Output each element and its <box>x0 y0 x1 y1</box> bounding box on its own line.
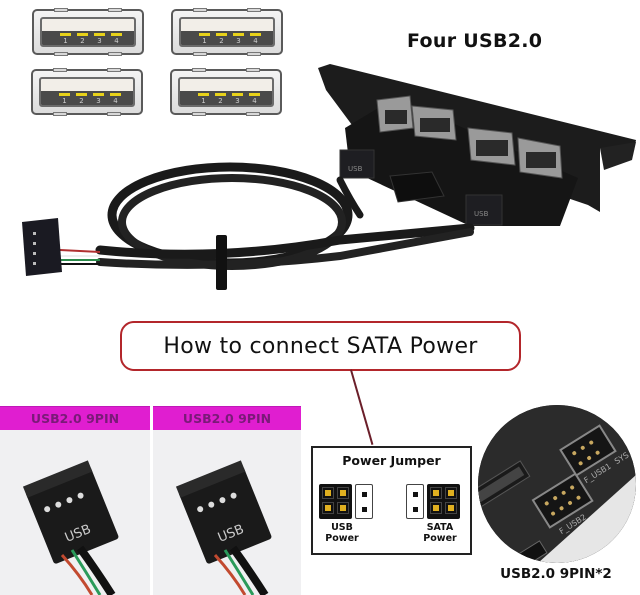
port-tab <box>53 68 67 72</box>
port-tab <box>246 112 260 116</box>
sata-power-label: SATA Power <box>423 522 457 544</box>
pin-contact-icon <box>111 33 122 37</box>
pin-number: 1 <box>62 97 67 106</box>
pin-contact-icon <box>216 33 227 37</box>
usb-power-label: USB Power <box>325 522 359 544</box>
pin-number: 4 <box>113 97 118 106</box>
pin-number: 3 <box>96 97 101 106</box>
pin-number: 1 <box>202 37 207 46</box>
port-opening: 1 2 3 4 <box>40 17 136 47</box>
pin-contact-icon <box>233 33 244 37</box>
motherboard-closeup: F_USB2 F_USB1 SYS <box>478 405 636 563</box>
pin-number: 3 <box>236 37 241 46</box>
motherboard-headers-icon: F_USB2 F_USB1 SYS <box>478 405 636 563</box>
pin-contact-icon <box>198 93 209 97</box>
port-tab <box>108 8 122 12</box>
panel-label: USB2.0 9PIN <box>0 406 150 430</box>
usb-port-diagram: 1 2 3 4 <box>31 68 143 116</box>
motherboard-caption: USB2.0 9PIN*2 <box>500 566 612 582</box>
port-tab <box>246 68 260 72</box>
pin-contact-icon <box>249 93 260 97</box>
pin-number: 4 <box>253 37 258 46</box>
pin-contact-icon <box>60 33 71 37</box>
pin-number: 2 <box>218 97 223 106</box>
port-tab <box>107 112 121 116</box>
port-opening: 1 2 3 4 <box>39 77 135 107</box>
sata-power-callout: How to connect SATA Power <box>120 321 521 371</box>
sata-power-jumper-icon <box>406 484 460 519</box>
pin-number: 1 <box>63 37 68 46</box>
usb-power-jumper-icon <box>319 484 373 519</box>
product-photo: USB USB <box>22 64 636 290</box>
pin-contact-icon <box>77 33 88 37</box>
port-tab <box>108 52 122 56</box>
port-tab <box>193 52 207 56</box>
pin-contact-icon <box>110 93 121 97</box>
pin-contact-icon <box>250 33 261 37</box>
port-tongue: 1 2 3 4 <box>41 91 133 105</box>
pin-row: 1 2 3 4 <box>60 33 122 45</box>
pin-number: 2 <box>219 37 224 46</box>
port-tab <box>107 68 121 72</box>
pin-contact-icon <box>232 93 243 97</box>
pin-number: 4 <box>252 97 257 106</box>
usb-port-diagram: 1 2 3 4 <box>170 68 282 116</box>
pin-number: 1 <box>201 97 206 106</box>
port-tab <box>54 8 68 12</box>
pin-contact-icon <box>59 93 70 97</box>
jumper-title: Power Jumper <box>342 453 441 468</box>
usb-port-diagram: 1 2 3 4 <box>171 8 283 56</box>
usb-9pin-connector-icon: USB <box>22 460 119 595</box>
port-tongue: 1 2 3 4 <box>180 91 272 105</box>
port-opening: 1 2 3 4 <box>179 17 275 47</box>
panel-label: USB2.0 9PIN <box>153 406 301 430</box>
port-tab <box>192 112 206 116</box>
header-connector-panel: USB2.0 9PIN USB <box>153 406 301 595</box>
header-connector-panel: USB2.0 9PIN USB <box>0 406 150 595</box>
port-tab <box>192 68 206 72</box>
pin-number: 3 <box>235 97 240 106</box>
pin-contact-icon <box>94 33 105 37</box>
port-tab <box>247 8 261 12</box>
port-tab <box>54 52 68 56</box>
pin-contact-icon <box>76 93 87 97</box>
port-tab <box>53 112 67 116</box>
pin-contact-icon <box>215 93 226 97</box>
pin-number: 2 <box>79 97 84 106</box>
port-opening: 1 2 3 4 <box>178 77 274 107</box>
pin-number: 4 <box>114 37 119 46</box>
svg-text:USB: USB <box>474 210 489 218</box>
port-tab <box>193 8 207 12</box>
svg-text:USB: USB <box>348 165 363 173</box>
port-tongue: 1 2 3 4 <box>181 31 273 45</box>
pin-contact-icon <box>93 93 104 97</box>
callout-pointer-line <box>350 369 374 445</box>
pin-row: 1 2 3 4 <box>199 33 261 45</box>
pin-row: 1 2 3 4 <box>59 93 121 105</box>
usb-port-diagram: 1 2 3 4 <box>32 8 144 56</box>
port-tongue: 1 2 3 4 <box>42 31 134 45</box>
power-jumper-diagram: Power Jumper USB Power SATA Power <box>311 446 472 555</box>
pin-number: 3 <box>97 37 102 46</box>
usb-9pin-connector-icon: USB <box>175 460 272 595</box>
pin-number: 2 <box>80 37 85 46</box>
port-tab <box>247 52 261 56</box>
pin-contact-icon <box>199 33 210 37</box>
product-headline: Four USB2.0 <box>407 30 543 52</box>
pin-row: 1 2 3 4 <box>198 93 260 105</box>
